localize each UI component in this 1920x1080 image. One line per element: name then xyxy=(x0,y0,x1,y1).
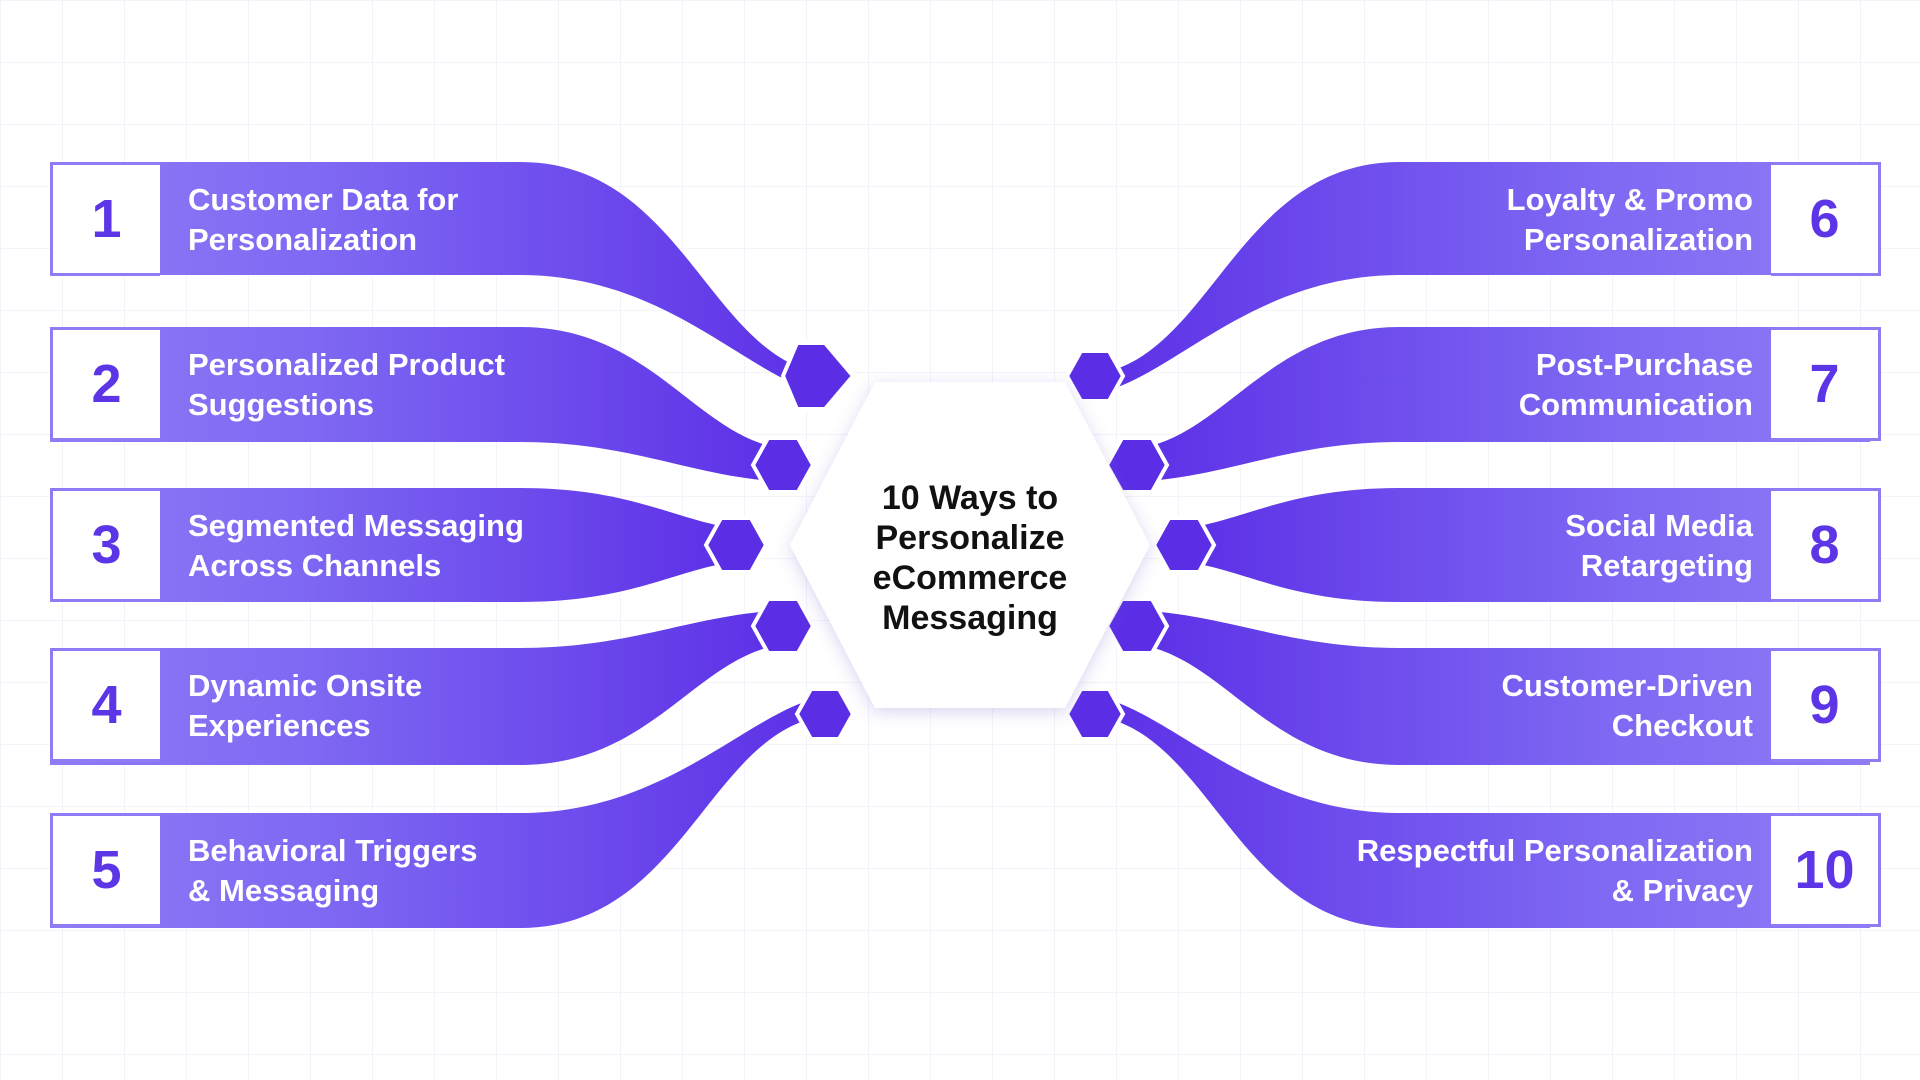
ribbon-10 xyxy=(1080,695,1870,928)
item-label-4: Dynamic Onsite Experiences xyxy=(188,666,658,746)
ribbon-1 xyxy=(50,162,840,395)
item-label-4-line2: Experiences xyxy=(188,708,371,743)
item-label-10: Respectful Personalization & Privacy xyxy=(1283,831,1753,911)
item-label-3-line2: Across Channels xyxy=(188,548,442,583)
hex-node-8 xyxy=(1151,516,1217,574)
ribbon-4 xyxy=(50,610,800,765)
hex-node-2 xyxy=(750,436,816,494)
item-number-4: 4 xyxy=(50,648,160,762)
item-number-9: 9 xyxy=(1771,648,1881,762)
item-label-7-line1: Post-Purchase xyxy=(1535,347,1753,382)
item-label-6: Loyalty & Promo Personalization xyxy=(1283,180,1753,260)
hex-node-6 xyxy=(1064,349,1126,403)
item-label-7: Post-Purchase Communication xyxy=(1283,345,1753,425)
item-label-2-line2: Suggestions xyxy=(188,387,375,422)
ribbon-8 xyxy=(1170,488,1870,602)
hex-node-5 xyxy=(794,687,856,741)
item-number-1: 1 xyxy=(50,162,160,276)
item-number-5: 5 xyxy=(50,813,160,927)
ribbon-7 xyxy=(1120,327,1870,482)
hex-node-10 xyxy=(1064,687,1126,741)
item-label-10-line1: Respectful Personalization xyxy=(1356,833,1753,868)
item-label-6-line2: Personalization xyxy=(1523,222,1753,257)
item-label-1: Customer Data for Personalization xyxy=(188,180,658,260)
item-number-8: 8 xyxy=(1771,488,1881,602)
ribbon-3 xyxy=(50,488,750,602)
ribbon-5 xyxy=(50,695,840,928)
diagram-title: 10 Ways to Personalize eCommerce Messagi… xyxy=(872,478,1068,637)
item-label-9: Customer-Driven Checkout xyxy=(1283,666,1754,746)
item-label-1-line1: Customer Data for xyxy=(188,182,459,217)
ribbon-2 xyxy=(50,327,800,482)
ribbon-9 xyxy=(1120,610,1870,765)
item-number-10: 10 xyxy=(1771,813,1881,927)
item-label-8-line1: Social Media xyxy=(1565,508,1753,543)
item-label-8-line2: Retargeting xyxy=(1580,548,1753,583)
hex-node-3 xyxy=(703,516,769,574)
item-number-2: 2 xyxy=(50,327,160,441)
item-number-7: 7 xyxy=(1771,327,1881,441)
item-label-2: Personalized Product Suggestions xyxy=(188,345,658,425)
item-label-4-line1: Dynamic Onsite xyxy=(188,668,423,703)
center-hexagon xyxy=(790,382,1150,708)
item-label-9-line1: Customer-Driven xyxy=(1501,668,1754,703)
item-label-5-line2: & Messaging xyxy=(188,873,380,908)
item-label-7-line2: Communication xyxy=(1518,387,1753,422)
item-label-6-line1: Loyalty & Promo xyxy=(1506,182,1753,217)
hex-node-1 xyxy=(780,341,856,411)
hex-node-4 xyxy=(750,597,816,655)
item-label-5-line1: Behavioral Triggers xyxy=(188,833,478,868)
item-label-8: Social Media Retargeting xyxy=(1283,506,1753,586)
item-label-3-line1: Segmented Messaging xyxy=(188,508,524,543)
ribbon-6 xyxy=(1080,162,1870,395)
item-label-5: Behavioral Triggers & Messaging xyxy=(188,831,658,911)
item-label-2-line1: Personalized Product xyxy=(188,347,505,382)
item-number-6: 6 xyxy=(1771,162,1881,276)
item-number-3: 3 xyxy=(50,488,160,602)
item-label-10-line2: & Privacy xyxy=(1611,873,1753,908)
item-label-9-line2: Checkout xyxy=(1611,708,1753,743)
item-label-1-line2: Personalization xyxy=(188,222,418,257)
item-label-3: Segmented Messaging Across Channels xyxy=(188,506,658,586)
